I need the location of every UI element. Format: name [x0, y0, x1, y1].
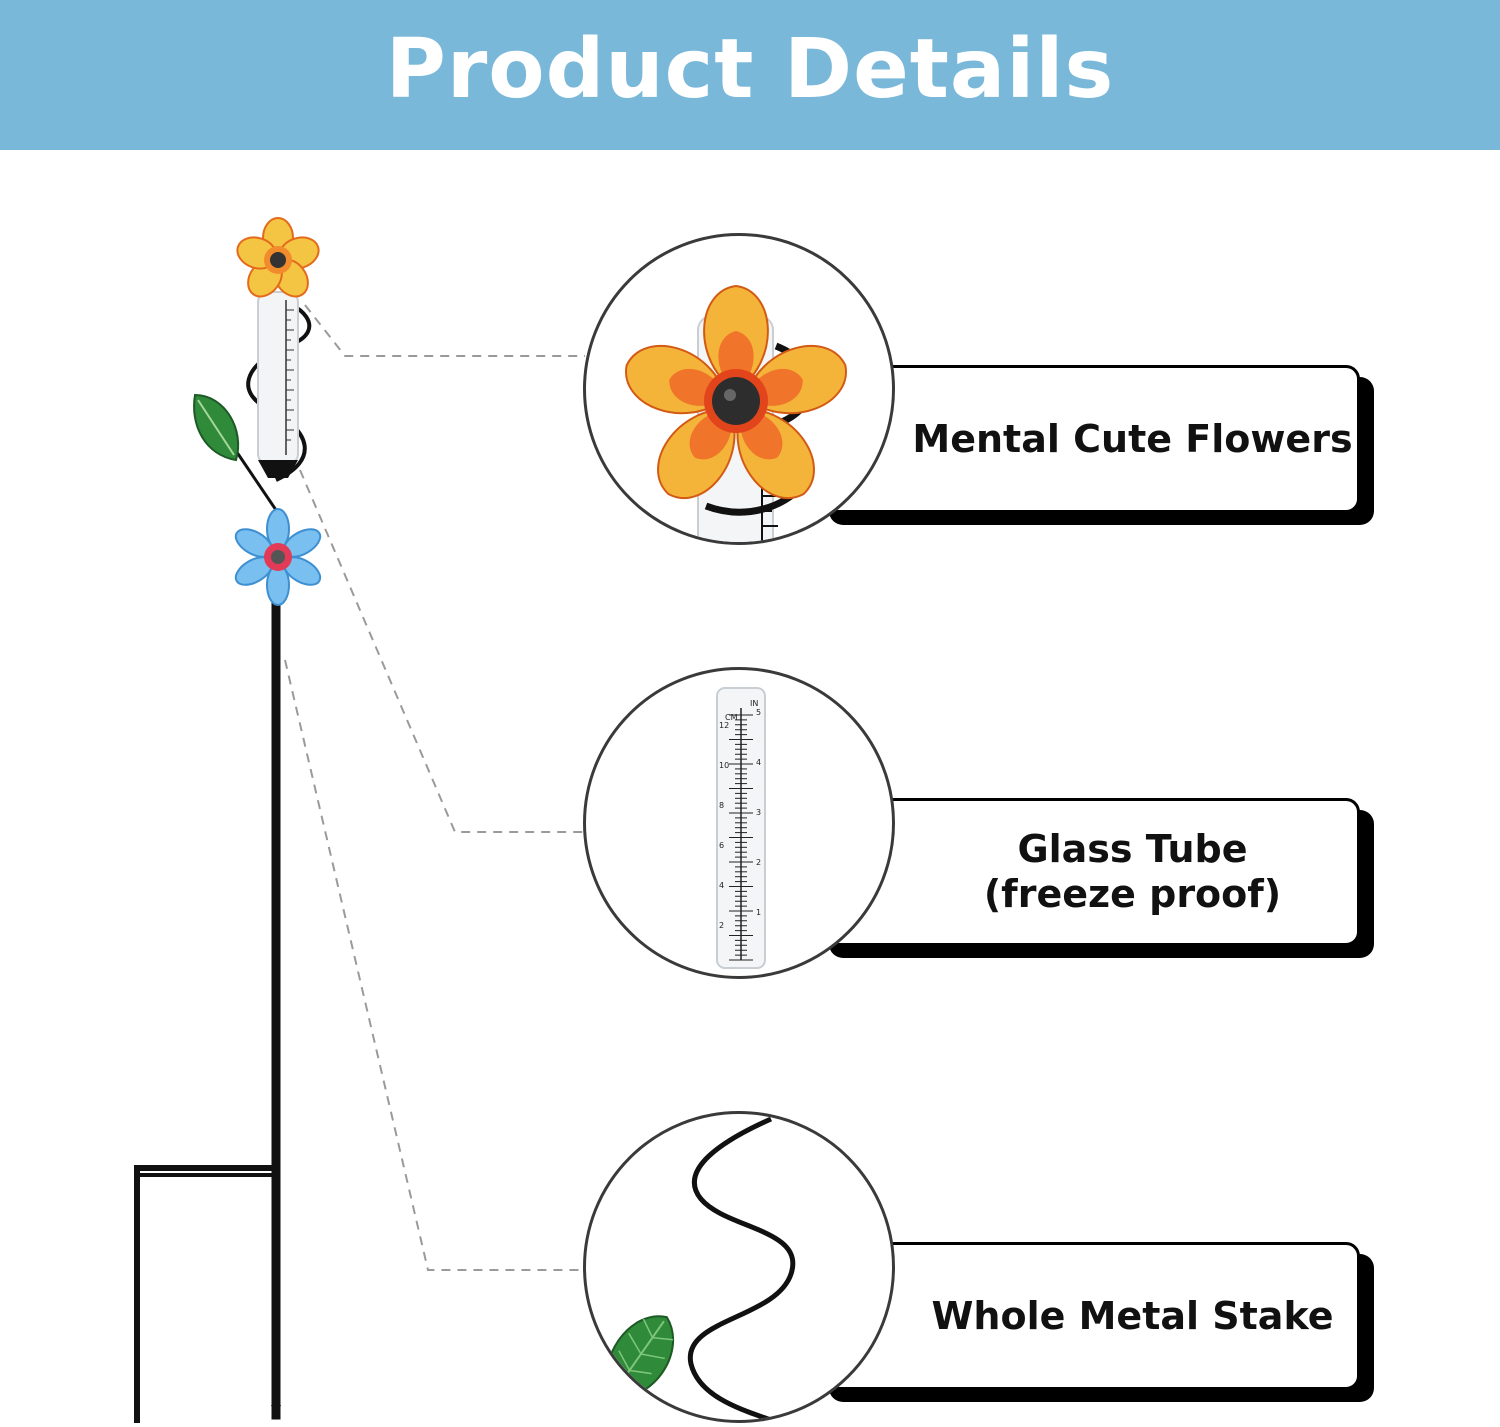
feature-label-text: Mental Cute Flowers: [912, 417, 1352, 462]
spiral-stake-closeup-icon: [605, 1116, 796, 1420]
page-title: Product Details: [385, 21, 1115, 117]
orange-flower-closeup-icon: [625, 284, 847, 542]
metal-stake: [134, 555, 281, 1423]
glass-tube: [257, 291, 299, 465]
feature-label-line: Glass Tube: [1017, 827, 1248, 872]
spiral-holder: [246, 298, 312, 482]
gauge-in-label: 3: [756, 808, 761, 817]
feature-label-line: (freeze proof): [983, 872, 1282, 916]
header-banner: Product Details: [0, 0, 1500, 150]
feature-label-stake: Whole Metal Stake: [815, 1242, 1360, 1390]
gauge-cm-label: 10: [719, 761, 729, 770]
connector-lines: [284, 304, 585, 1271]
gauge-in-label: 1: [756, 908, 761, 917]
gauge-unit-right: IN: [750, 699, 758, 708]
gauge-in-label: 4: [756, 758, 761, 767]
orange-flower-icon: [236, 217, 320, 298]
gauge-cm-label: 6: [719, 841, 724, 850]
connector-stake: [284, 659, 585, 1271]
stake-closeup-circle: [583, 1111, 895, 1423]
gauge-unit-left: CM: [725, 713, 738, 722]
tube-closeup-circle: CM IN 12 10 8 6 4 2 5 4 3 2 1: [583, 667, 895, 979]
gauge-in-label: 2: [756, 858, 761, 867]
glass-tube-closeup-icon: CM IN 12 10 8 6 4 2 5 4 3 2 1: [716, 687, 766, 969]
feature-label-tube: Glass Tube (freeze proof): [815, 798, 1360, 946]
feature-label-line: Mental Cute Flowers: [912, 416, 1353, 461]
leaf-icon: [193, 393, 278, 511]
feature-label-text: Whole Metal Stake: [932, 1294, 1334, 1339]
feature-label-text: Glass Tube (freeze proof): [984, 827, 1281, 917]
feature-label-line: Whole Metal Stake: [931, 1293, 1334, 1338]
gauge-cm-label: 2: [719, 921, 724, 930]
feature-label-flowers: Mental Cute Flowers: [815, 365, 1360, 513]
connector-tube: [299, 469, 585, 833]
gauge-cm-label: 8: [719, 801, 724, 810]
flower-closeup-circle: [583, 233, 895, 545]
gauge-cm-label: 4: [719, 881, 724, 890]
blue-flower-icon: [234, 508, 322, 606]
gauge-cm-label: 12: [719, 721, 729, 730]
connector-flowers: [304, 304, 585, 357]
gauge-in-label: 5: [756, 708, 761, 717]
